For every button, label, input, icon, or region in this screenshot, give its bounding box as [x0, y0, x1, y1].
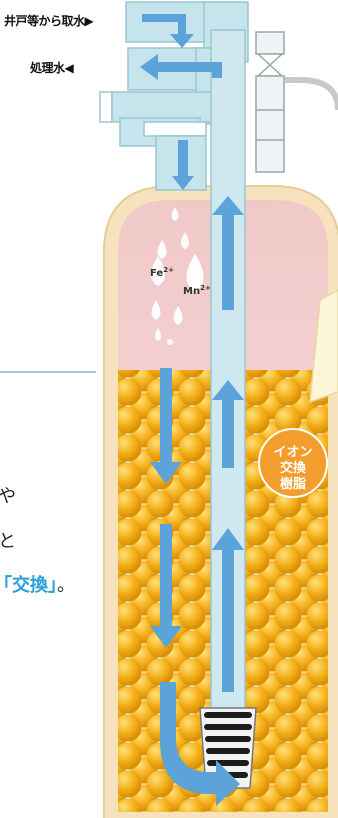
inlet-arrow-icon	[142, 14, 194, 48]
side-text-line-2: と	[0, 531, 16, 552]
side-text-line-3: 「交換」。	[0, 571, 75, 597]
drain-hose	[285, 77, 338, 111]
outlet-arrow-icon	[140, 54, 222, 80]
down-arrow-top-icon	[172, 140, 194, 190]
fe-ion-label: Fe2+	[150, 266, 174, 279]
mn-ion-symbol: Mn	[183, 286, 200, 297]
resin-label-line-2: 交換	[280, 460, 307, 476]
down-arrow-2-icon	[150, 524, 182, 648]
side-text-line-1: や	[0, 486, 16, 507]
resin-badge	[258, 428, 328, 498]
side-text-period: 。	[57, 575, 75, 596]
up-arrow-3-icon	[212, 528, 244, 692]
up-arrow-2-icon	[212, 380, 244, 468]
mn-ion-label: Mn2+	[183, 284, 211, 297]
fe-ion-charge: 2+	[163, 266, 174, 274]
callout-panel	[309, 289, 338, 404]
droplets	[151, 207, 204, 345]
down-arrow-1-icon	[150, 368, 182, 484]
fe-ion-symbol: Fe	[150, 268, 163, 279]
water-intake-label: 井戸等から取水▶	[4, 14, 94, 28]
up-arrow-1-icon	[212, 196, 244, 310]
exchange-emphasis: 「交換」	[0, 575, 57, 596]
flow-arrows	[140, 14, 244, 806]
resin-label-line-1: イオン	[273, 445, 312, 460]
mn-ion-charge: 2+	[200, 284, 211, 292]
treated-water-label: 処理水◀	[30, 61, 74, 75]
valve	[255, 31, 285, 173]
resin-label-line-3: 樹脂	[280, 476, 306, 492]
u-turn-arrow-icon	[160, 682, 240, 806]
